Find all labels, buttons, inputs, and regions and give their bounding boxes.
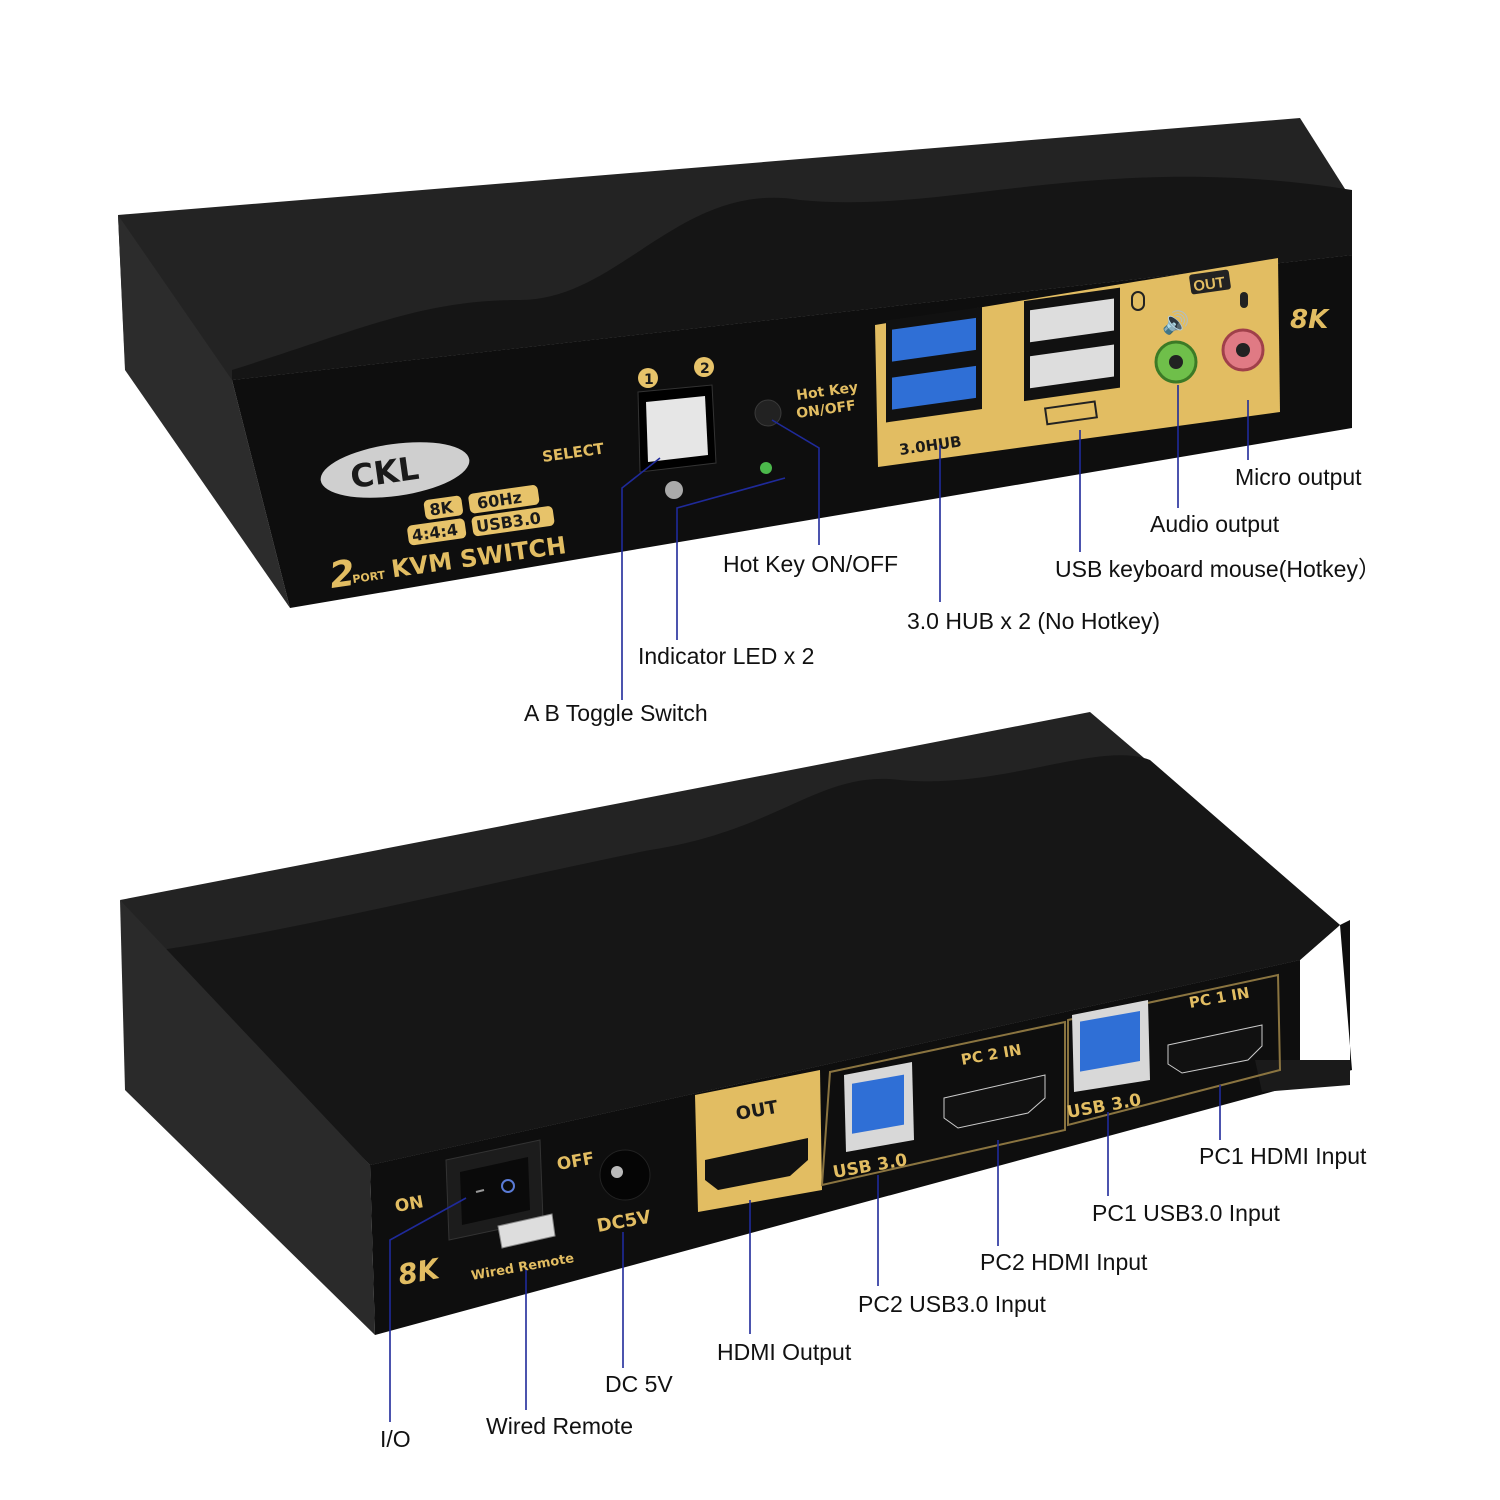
power-rocker-switch[interactable] [460,1157,530,1225]
indicator-led-2 [760,462,772,474]
dc-power-jack[interactable] [599,1149,651,1201]
power-off-symbol [501,1179,515,1193]
badge-8k: 8K [428,497,455,519]
port-2-label: 2 [700,361,710,377]
front-side-face [118,215,290,608]
power-on-symbol [475,1189,485,1193]
callout-hotkey: Hot Key ON/OFF [723,551,898,577]
model-port: PORT [352,568,387,586]
callout-pc1-hdmi: PC1 HDMI Input [1199,1143,1367,1169]
callout-indicator-led: Indicator LED x 2 [638,643,814,669]
rear-leader-lines [389,1085,1221,1422]
callout-pc2-hdmi: PC2 HDMI Input [980,1249,1148,1275]
callout-io: I/O [380,1426,411,1452]
hdmi-output-port[interactable] [705,1138,808,1190]
keyboard-icon [1043,400,1098,426]
callout-usb-keyboard-mouse: USB keyboard mouse(Hotkey） [1055,556,1381,582]
callout-audio-output: Audio output [1150,511,1280,537]
usb3-hub-port-1[interactable] [892,317,976,362]
rear-device: ON OFF DC5V 8K Wired Remote OUT USB 3.0 … [120,712,1352,1335]
model-number: 2 [327,553,358,597]
rear-side-face [120,900,375,1335]
port-1-label: 1 [644,372,654,388]
front-8k-label: 8K [1290,305,1330,335]
mouse-icon [1131,291,1145,311]
brand-logo-text: CKL [348,449,421,496]
rear-8k-label: 8K [395,1252,444,1292]
hotkey-button[interactable] [754,399,782,427]
ckl-logo [320,442,470,498]
microphone-icon [1240,292,1248,308]
callout-dc-5v: DC 5V [605,1371,673,1397]
front-top-curve [232,176,1352,380]
out-label: OUT [1192,274,1226,295]
callout-wired-remote: Wired Remote [486,1413,633,1439]
select-toggle-button[interactable] [646,396,708,462]
callout-pc2-usb: PC2 USB3.0 Input [858,1291,1047,1317]
callout-micro-output: Micro output [1235,464,1362,490]
front-callouts: Micro output Audio output USB keyboard m… [524,464,1381,726]
callout-hdmi-output: HDMI Output [717,1339,852,1365]
usb-km-port-2[interactable] [1030,344,1114,389]
usb-km-port-1[interactable] [1030,298,1114,343]
rear-top-curve [160,755,1340,1165]
speaker-icon: 🔊 [1162,309,1189,336]
rear-callouts: PC1 HDMI Input PC1 USB3.0 Input PC2 HDMI… [380,1143,1367,1452]
pc2-hdmi-port[interactable] [943,1074,1046,1129]
wired-remote-port[interactable] [497,1213,556,1249]
front-leader-lines [621,385,1249,700]
callout-hub: 3.0 HUB x 2 (No Hotkey) [907,608,1160,634]
indicator-led-1 [665,481,683,499]
usb3-hub-port-2[interactable] [892,365,976,410]
pc1-hdmi-port[interactable] [1167,1024,1263,1074]
rear-foot [1255,1060,1350,1092]
on-label: ON [393,1192,425,1217]
callout-toggle-switch: A B Toggle Switch [524,700,708,726]
callout-pc1-usb: PC1 USB3.0 Input [1092,1200,1281,1226]
